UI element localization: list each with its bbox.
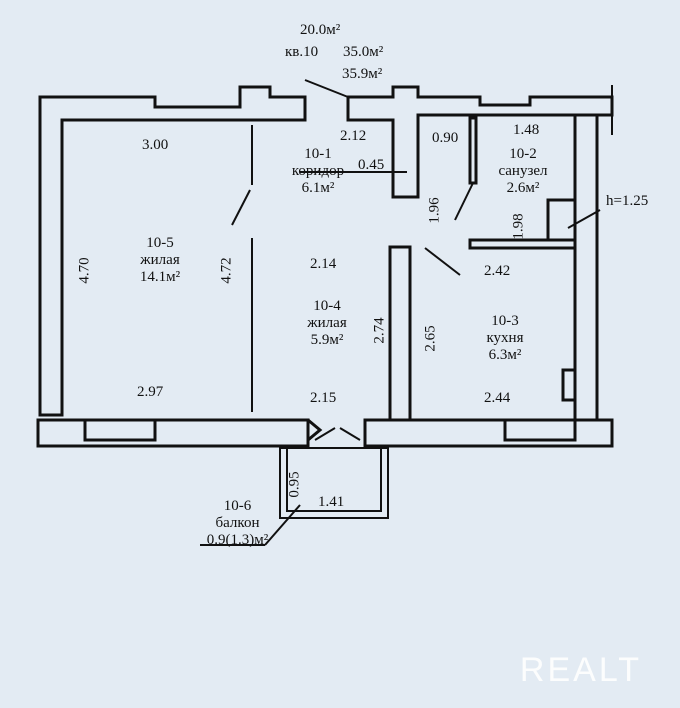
wall-top-left — [38, 85, 307, 417]
dimension-label: 2.44 — [484, 390, 511, 406]
wall-bath-bottom — [468, 238, 577, 250]
dimension-label: 3.00 — [142, 137, 169, 153]
balcony-door — [339, 427, 361, 441]
ceiling-height-label: h=1.25 — [606, 193, 649, 209]
dimension-label: 1.48 — [513, 122, 540, 138]
room-name: коридор — [291, 163, 345, 179]
leader-line — [567, 209, 601, 229]
dimension-label: 1.98 — [510, 213, 527, 240]
door-swing — [454, 182, 474, 221]
dimension-label: 2.15 — [310, 390, 337, 406]
stove — [561, 368, 577, 402]
room-name: жилая — [140, 252, 180, 268]
room-name: кухня — [486, 330, 524, 346]
window-right — [503, 418, 577, 442]
wall-right — [573, 113, 599, 422]
room-id: 10-5 — [146, 235, 174, 251]
room-area: 0.9(1.3)м² — [206, 532, 269, 548]
dimension-label: 0.90 — [432, 130, 459, 146]
wall-kitchen — [388, 245, 412, 422]
room-area: 6.1м² — [301, 180, 335, 196]
dimension-label: 4.70 — [76, 257, 93, 284]
apartment-label: кв.10 — [285, 44, 319, 60]
dimension-label: 0.95 — [286, 471, 303, 498]
room-id: 10-4 — [313, 298, 341, 314]
apartment-area-2: 35.0м² — [343, 44, 384, 60]
room-id: 10-1 — [304, 146, 332, 162]
apartment-area-3: 35.9м² — [342, 66, 383, 82]
dimension-label: 2.65 — [422, 325, 439, 352]
room-area: 5.9м² — [310, 332, 344, 348]
dimension-label: 4.72 — [218, 257, 235, 284]
door-swing — [231, 189, 251, 226]
room-id: 10-6 — [223, 498, 252, 514]
dimension-label: 2.12 — [340, 128, 367, 144]
leader-line — [264, 504, 301, 546]
wall-top-right — [346, 85, 614, 199]
dimension-label: 2.74 — [371, 317, 388, 344]
dimension-label: 2.14 — [310, 256, 337, 272]
room-id: 10-3 — [491, 313, 519, 329]
room-id: 10-2 — [509, 146, 537, 162]
dimension-label: 2.97 — [137, 384, 164, 400]
watermark-logo: REALT — [519, 651, 642, 689]
dimension-label: 1.96 — [426, 197, 443, 224]
wall-bottom-left-rect — [36, 418, 310, 448]
balcony-door — [314, 427, 336, 441]
shaft — [546, 198, 577, 242]
room-area: 6.3м² — [488, 347, 522, 363]
dimension-label: 2.42 — [484, 263, 511, 279]
room-area: 14.1м² — [139, 269, 181, 285]
balcony-inner — [286, 447, 382, 512]
room-name: санузел — [498, 163, 548, 179]
room-name: балкон — [215, 515, 260, 531]
apartment-area-1: 20.0м² — [300, 22, 341, 38]
door-swing — [424, 247, 461, 276]
leader-line — [304, 79, 349, 98]
wall-bath-left — [468, 116, 478, 185]
room-name: жилая — [307, 315, 347, 331]
dimension-label: 0.45 — [358, 157, 385, 173]
room-area: 2.6м² — [506, 180, 540, 196]
dimension-label: 1.41 — [318, 494, 345, 510]
window-left — [83, 418, 157, 442]
